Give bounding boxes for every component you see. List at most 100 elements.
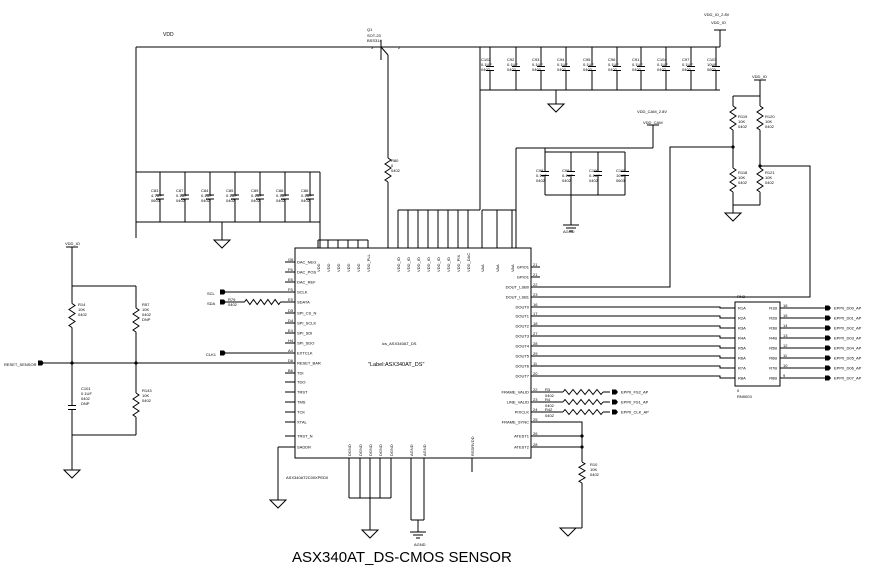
ic-right-pin-name: ATEST1 <box>514 434 530 439</box>
r14-ref: R14 <box>78 302 86 307</box>
ic-bottom-pin-name: RSSRVDD <box>470 436 475 456</box>
agnd-ic-label: AGND <box>414 542 426 547</box>
c101-note: DNP <box>81 401 90 406</box>
dout-output-label: EPP0_D05_AP <box>834 356 862 361</box>
top-cap-pkg: 0603 <box>707 67 717 72</box>
r10-body <box>578 461 586 484</box>
ic-right-pin-name: LINE_VALID <box>507 400 529 405</box>
rn-out-num: 15 <box>783 313 788 318</box>
ic-right-pin-num: 22 <box>533 282 538 287</box>
text-label: R119 <box>738 114 748 119</box>
sync-connector <box>612 399 618 405</box>
ic-right-pin-name: GPIO1 <box>517 275 530 280</box>
r119-body <box>729 105 737 131</box>
text-label: 0402 <box>765 124 775 129</box>
vdd-io-right-label: VDD_IO <box>752 74 767 79</box>
vdd-cap-val: 0.1UF <box>201 193 212 198</box>
text-label: 10K <box>738 119 745 124</box>
ic-left-pin-name: TDO <box>297 380 305 385</box>
ic-left-pin-num: E6 <box>288 277 294 282</box>
ic-right-pin-name: DOUT7 <box>515 374 529 379</box>
agnd-cam-label: AGND <box>563 229 575 234</box>
labels: VDD VDD_IO_2.8V VDD_IO VDD_IO VDD_CAM_2.… <box>4 12 862 566</box>
top-cap-ref: C95 <box>583 57 591 62</box>
dout-wire <box>540 355 735 359</box>
cam-cap-ref: C99 <box>562 168 570 173</box>
sync-res-val: 0402 <box>545 403 555 408</box>
rn-out-num: 10 <box>783 363 788 368</box>
vdd-cap-ref: C83 <box>151 188 159 193</box>
ic-left-pin-name: SPI_SDI <box>297 331 312 336</box>
ic-top-pin-name: VDD_IO <box>406 257 411 272</box>
dout-connector <box>825 345 831 351</box>
ic-left-pin-name: DAC_NEG <box>297 260 316 265</box>
dout-output-label: EPP0_D06_AP <box>834 366 862 371</box>
vdd-net-label: VDD <box>163 32 174 38</box>
r14-body <box>68 303 76 328</box>
junction-dot <box>580 434 584 438</box>
vdd-cap-pkg: 0402 <box>301 198 311 203</box>
rn-out-num: 14 <box>783 323 788 328</box>
ic-bottom-pin-name: AGND <box>422 444 427 456</box>
vdd-cap-pkg: 0402 <box>201 198 211 203</box>
ic-right-pin-name: FRAME_VALID <box>502 390 530 395</box>
vdd-cap-ref: C85 <box>226 188 234 193</box>
rn-left-pin: R3A <box>738 326 746 331</box>
vdd-cap-ref: C87 <box>176 188 184 193</box>
ic-right-pin-name: DOUT2 <box>515 324 529 329</box>
dout-connector <box>825 375 831 381</box>
top-cap-val: 10UF <box>707 62 717 67</box>
ic-left-pin-num: G6 <box>288 257 294 262</box>
ic-left-pin-num: F5 <box>288 287 293 292</box>
vdd-cap-ref: C86 <box>301 188 309 193</box>
r57-body <box>132 307 140 333</box>
ic-left-pin-name: SADDR <box>297 445 311 450</box>
ic-left-pin-num: E4 <box>288 328 294 333</box>
q1-ref: Q1 <box>367 27 373 32</box>
vdd-cap-ref: C88 <box>276 188 284 193</box>
rn-out-num: 11 <box>783 353 788 358</box>
reset-connector <box>38 360 44 366</box>
top-cap-val: 0.1UF <box>632 62 643 67</box>
ic-right-pin-num: 18 <box>533 321 538 326</box>
vdd-cap-pkg: 0402 <box>176 198 186 203</box>
ic-left-pin-name: SCLK <box>297 290 308 295</box>
dout-connector <box>825 335 831 341</box>
vdd-io-left-label: VDD_IO <box>65 241 80 246</box>
top-cap-ref: C94 <box>557 57 565 62</box>
ic-top-pin-name: VDD <box>316 263 321 272</box>
ic-part: ASX340AT2C00XPED0 <box>286 475 329 480</box>
r118-body <box>729 167 737 193</box>
frame-sync-wire <box>540 421 583 455</box>
text-label: 10K <box>738 175 745 180</box>
rn-out-num: 12 <box>783 343 788 348</box>
sda-label: SDA <box>207 301 216 306</box>
rn-out-num: 9 <box>783 373 786 378</box>
top-cap-ref: C96 <box>608 57 616 62</box>
ic-top-pin-name: VDD_PLL <box>366 253 371 272</box>
ic-right-pin-num: 24 <box>533 407 538 412</box>
sync-resistor <box>562 388 604 396</box>
rn-left-pin: R4A <box>738 336 746 341</box>
ic-top-pin-name: VAA <box>495 264 500 272</box>
text-label: 10K <box>765 175 772 180</box>
rn-right-pin: R4B <box>769 336 777 341</box>
vdd-cap-val: 0.1UF <box>251 193 262 198</box>
top-cap-pkg: 0402 <box>481 67 491 72</box>
vdd-cap-pkg: 0402 <box>276 198 286 203</box>
text-label: 0402 <box>765 180 775 185</box>
top-cap-pkg: 0402 <box>532 67 542 72</box>
ic-right-pin-num: 25 <box>533 417 538 422</box>
ic-right-pin-num: 28 <box>533 442 538 447</box>
top-cap-ref: C97 <box>682 57 690 62</box>
sync-resistor <box>562 398 604 406</box>
top-cap-val: 0.1UF <box>583 62 594 67</box>
rn-left-pin: R1A <box>738 306 746 311</box>
ic-left-pin-name: EXTCLK <box>297 351 313 356</box>
dout-output-label: EPP0_D02_AP <box>834 326 862 331</box>
q1-desc: BSS314 <box>367 38 382 43</box>
rn-right-pin: R3B <box>769 326 777 331</box>
text-label: 0402 <box>738 180 748 185</box>
r10-val: 10K <box>590 467 597 472</box>
dout-wire <box>540 345 735 349</box>
